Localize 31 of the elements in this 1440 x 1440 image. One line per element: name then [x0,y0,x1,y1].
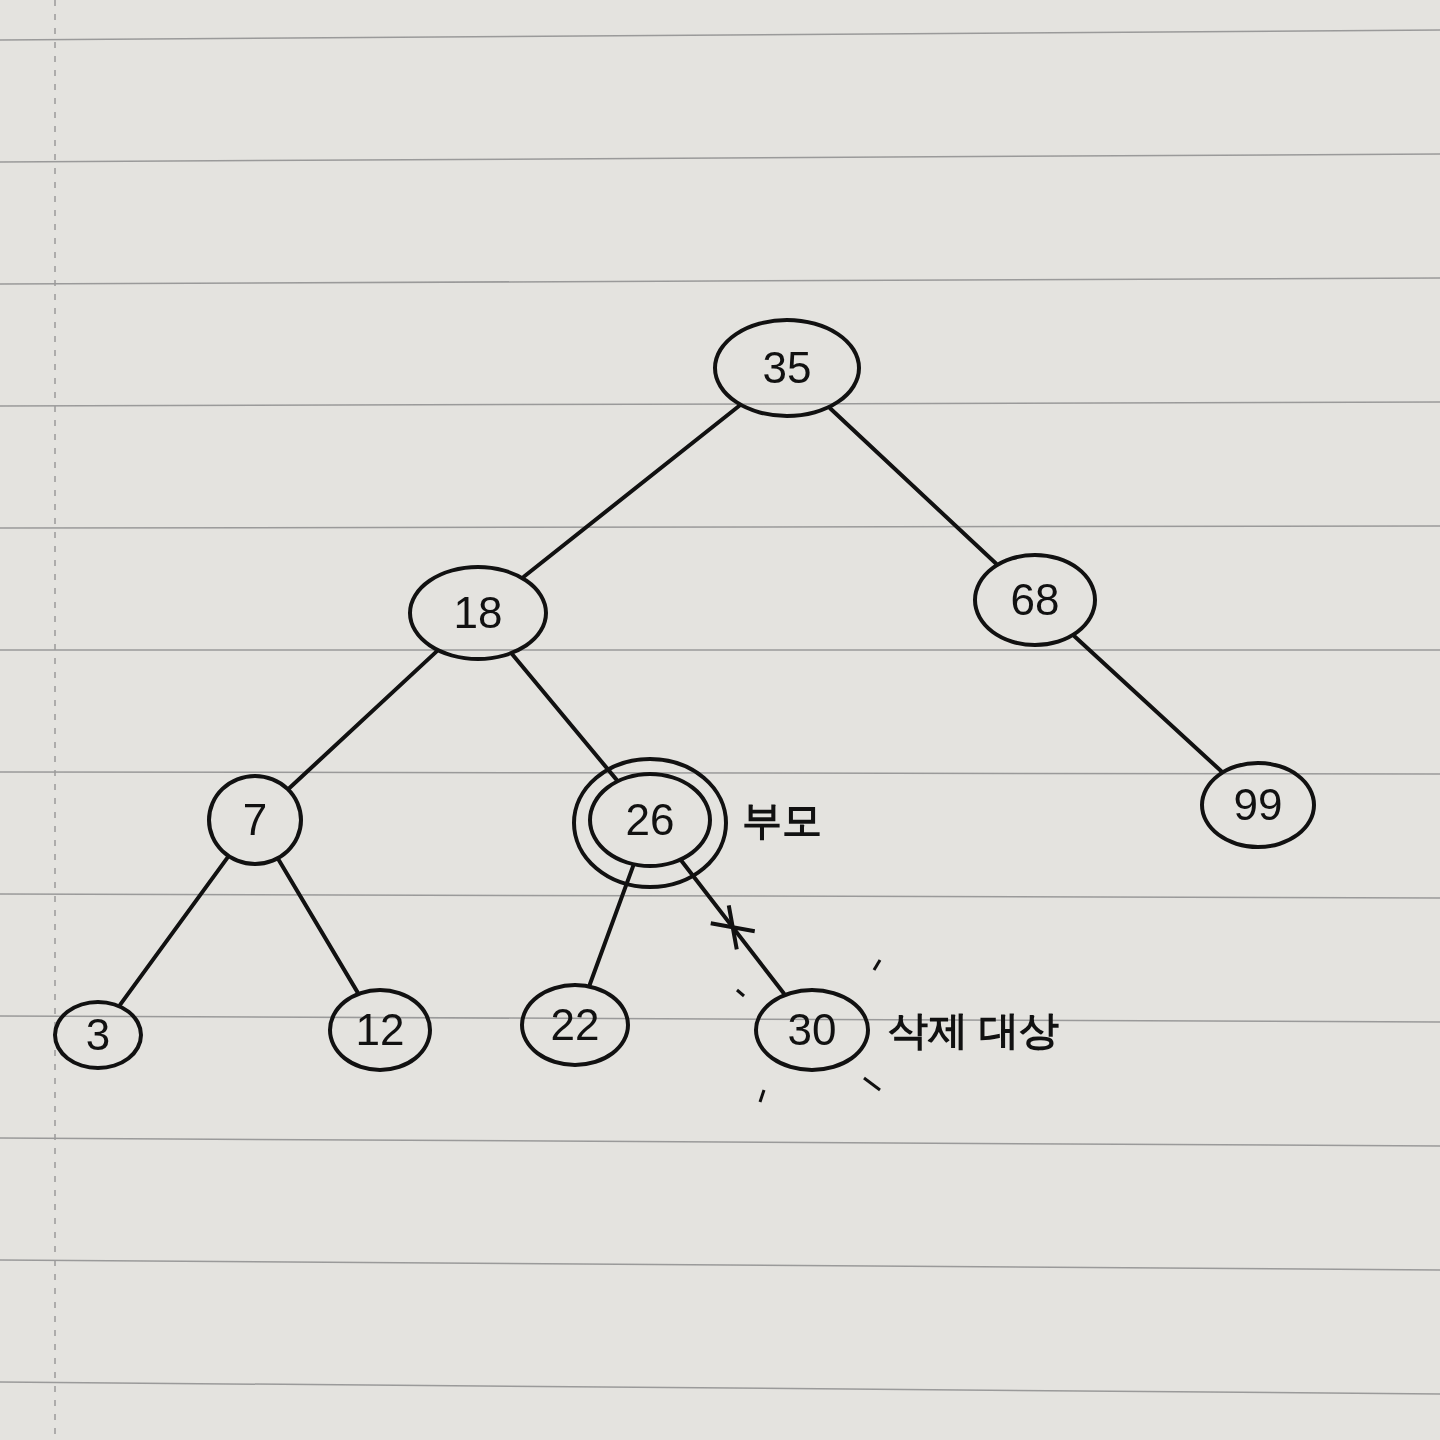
node-value: 18 [453,591,503,635]
tree-edge [828,406,998,566]
tree-edge [276,857,360,995]
tree-node-circle [713,318,861,418]
tree-node-circle [207,774,303,866]
tree-node-circle [53,1000,143,1070]
tree-edge [1072,634,1224,774]
node-value: 68 [1010,578,1060,622]
tree-edge [287,649,439,790]
node-value: 7 [242,798,268,842]
tree-node-circle [973,553,1097,647]
node-value: 30 [787,1008,837,1052]
tree-node-circle [1200,761,1316,849]
tree-edge [679,859,786,996]
node-value: 3 [85,1013,111,1057]
node-value: 12 [355,1008,405,1052]
node-value: 99 [1233,783,1283,827]
tree-edge [521,404,741,579]
tree-edge [587,864,636,987]
tree-node-circle [754,988,870,1072]
node-annotation: 삭제 대상 [888,1010,1060,1050]
node-value: 22 [550,1003,600,1047]
node-value: 26 [625,798,675,842]
node-annotation: 부모 [742,800,822,840]
tree-node-circle [520,983,630,1067]
tree-node-circle [408,565,548,661]
tree-edge [118,855,230,1007]
tree-node-circle [328,988,432,1072]
tree-node-circle [588,772,712,868]
tree-edge [510,652,619,782]
node-value: 35 [762,346,812,390]
